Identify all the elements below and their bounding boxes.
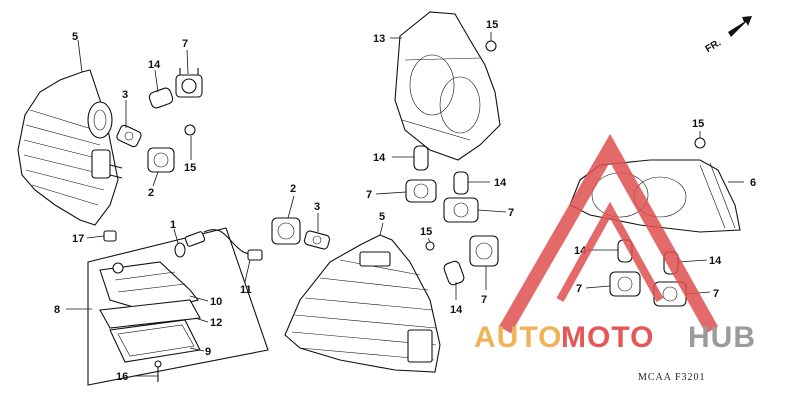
callout-7d: 7: [481, 294, 487, 306]
watermark-word-auto: AUTO: [474, 321, 562, 354]
screw-15-right: [694, 137, 706, 149]
bulb-14-center-b: [453, 171, 469, 195]
callout-8: 8: [54, 304, 60, 316]
center-taillight-4: [284, 234, 441, 373]
callout-14d: 14: [450, 304, 463, 316]
callout-7: 7: [182, 38, 188, 50]
watermark-word-hub: HUB: [688, 321, 756, 354]
drawing-code: MCAA F3201: [638, 372, 706, 383]
callout-7e: 7: [576, 283, 582, 295]
callout-14c: 14: [494, 177, 507, 189]
callout-1: 1: [170, 219, 176, 231]
callout-13: 13: [373, 33, 385, 45]
bulb-socket-2-left: [147, 147, 175, 173]
callout-14b: 14: [373, 152, 386, 164]
callout-15: 15: [184, 162, 196, 174]
callout-6: 6: [750, 177, 756, 189]
bulb-14-center-c: [443, 260, 465, 286]
callout-3b: 3: [314, 201, 320, 213]
leader-lines: [66, 32, 744, 377]
gasket-3-middle: [303, 230, 331, 250]
callout-12: 12: [210, 317, 222, 329]
screw-15-center: [425, 241, 435, 251]
callout-labels: 5 7 14 3 15 2 17 1 8 10 12 9 16 11 2 3 5…: [54, 19, 756, 383]
callout-7b: 7: [366, 189, 372, 201]
screw-15-left: [184, 124, 196, 136]
watermark-word-moto: MOTO: [561, 321, 654, 354]
callout-14: 14: [148, 59, 161, 71]
clip-17: [103, 230, 117, 242]
license-light-box: [87, 227, 269, 386]
watermark-triangle-icon: [498, 133, 719, 334]
front-direction-indicator: FR.: [704, 16, 752, 55]
callout-11: 11: [240, 284, 252, 296]
watermark: AUTO MOTO HUB: [474, 133, 756, 354]
garnish-housing-13: [394, 11, 501, 161]
callout-7f: 7: [713, 288, 719, 300]
bulb-1-and-harness-11: [174, 229, 263, 261]
bulb-socket-7-center-b: [443, 197, 479, 223]
bulb-socket-7-center-a: [405, 179, 437, 203]
screw-15-top: [485, 40, 497, 52]
bulb-socket-7-center-c: [469, 235, 499, 267]
bulb-socket-2-middle: [271, 217, 301, 245]
callout-2b: 2: [290, 183, 296, 195]
bulb-socket-7-left: [175, 68, 203, 98]
gasket-3-left: [116, 124, 142, 148]
callout-16: 16: [116, 371, 128, 383]
callout-15d: 15: [692, 118, 704, 130]
callout-17: 17: [72, 233, 84, 245]
bulb-socket-7-right-a: [609, 271, 641, 297]
callout-3: 3: [122, 89, 128, 101]
callout-4: 5: [379, 211, 385, 223]
bulb-14-left: [148, 87, 174, 109]
left-taillight-assembly: [17, 69, 123, 226]
callout-7c: 7: [508, 207, 514, 219]
callout-2: 2: [148, 187, 154, 199]
bulb-14-center-a: [413, 145, 429, 171]
callout-9: 9: [205, 346, 211, 358]
front-arrow-icon: [728, 16, 752, 37]
front-label: FR.: [704, 37, 724, 55]
callout-15c: 15: [420, 226, 432, 238]
callout-15b: 15: [486, 19, 498, 31]
callout-14f: 14: [709, 255, 722, 267]
callout-10: 10: [210, 296, 222, 308]
callout-5: 5: [72, 31, 78, 43]
